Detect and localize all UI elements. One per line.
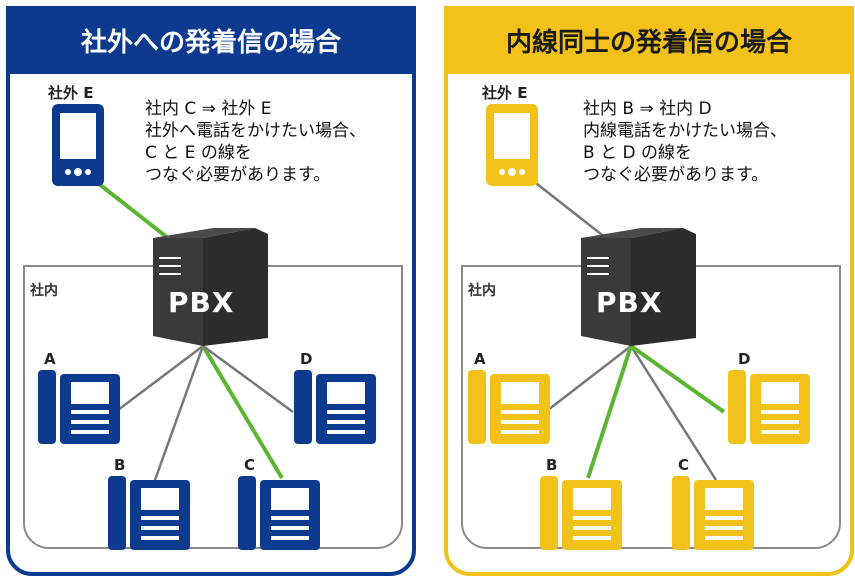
desk-phone-icon-a <box>468 370 550 444</box>
internal-area-label: 社内 <box>30 283 58 299</box>
description-line: つなぐ必要があります。 <box>583 165 769 185</box>
phone-label-a: A <box>474 350 486 368</box>
phone-label-b: B <box>546 456 558 474</box>
internal-area-label: 社内 <box>468 283 496 299</box>
connection-lines <box>92 178 294 481</box>
desk-phone-icon-b <box>108 476 190 550</box>
line-external-e <box>531 179 607 239</box>
description-line: つなぐ必要があります。 <box>145 165 331 185</box>
panel-title: 社外への発着信の場合 <box>6 6 416 74</box>
desk-phone-icon-d <box>728 370 810 444</box>
pbx-label: PBX <box>596 286 663 319</box>
line-phone-b <box>586 345 633 479</box>
description-line: 社内 C ⇒ 社外 E <box>145 99 272 119</box>
external-call-panel: 社外への発着信の場合 社内 社内 C ⇒ 社外 E 社外へ電話をかけたい場合、 … <box>6 6 416 576</box>
description-line: C と E の線を <box>145 143 252 163</box>
line-phone-b <box>153 345 205 481</box>
line-phone-d <box>202 344 294 414</box>
pbx-server-icon <box>153 228 268 346</box>
desk-phone-icon-b <box>540 476 622 550</box>
phone-label-c: C <box>678 456 690 474</box>
connection-lines <box>531 179 726 481</box>
internal-call-panel: 内線同士の発着信の場合 社内 社内 B ⇒ 社内 D 内線電話をかけたい場合、 … <box>444 6 854 576</box>
line-phone-a <box>547 345 632 411</box>
desk-phone-icon-a <box>38 370 120 444</box>
line-phone-a <box>117 345 204 411</box>
line-phone-d <box>629 344 726 414</box>
phone-label-a: A <box>44 350 56 368</box>
panel-title: 内線同士の発着信の場合 <box>444 6 854 74</box>
phone-label-d: D <box>300 350 313 368</box>
desk-phone-icon-d <box>294 370 376 444</box>
mobile-phone-icon <box>52 104 104 186</box>
phone-label-d: D <box>738 350 751 368</box>
external-e-label: 社外 E <box>482 84 528 102</box>
desk-phone-icon-c <box>672 476 754 550</box>
phone-label-c: C <box>244 456 256 474</box>
description-line: 内線電話をかけたい場合、 <box>583 121 787 141</box>
line-phone-c <box>201 344 284 480</box>
pbx-label: PBX <box>168 286 235 319</box>
description-line: 社内 B ⇒ 社内 D <box>583 99 712 119</box>
pbx-server-icon <box>581 228 696 346</box>
description-line: 社外へ電話をかけたい場合、 <box>145 121 366 141</box>
desk-phone-icon-c <box>238 476 320 550</box>
description-line: B と D の線を <box>583 143 692 163</box>
line-phone-c <box>629 345 718 481</box>
phone-label-b: B <box>114 456 126 474</box>
external-e-label: 社外 E <box>48 84 94 102</box>
mobile-phone-icon <box>486 104 538 186</box>
description: 社内 C ⇒ 社外 E 社外へ電話をかけたい場合、 C と E の線を つなぐ必… <box>145 98 366 186</box>
description: 社内 B ⇒ 社内 D 内線電話をかけたい場合、 B と D の線を つなぐ必要… <box>583 98 787 186</box>
line-external-e <box>92 178 170 240</box>
